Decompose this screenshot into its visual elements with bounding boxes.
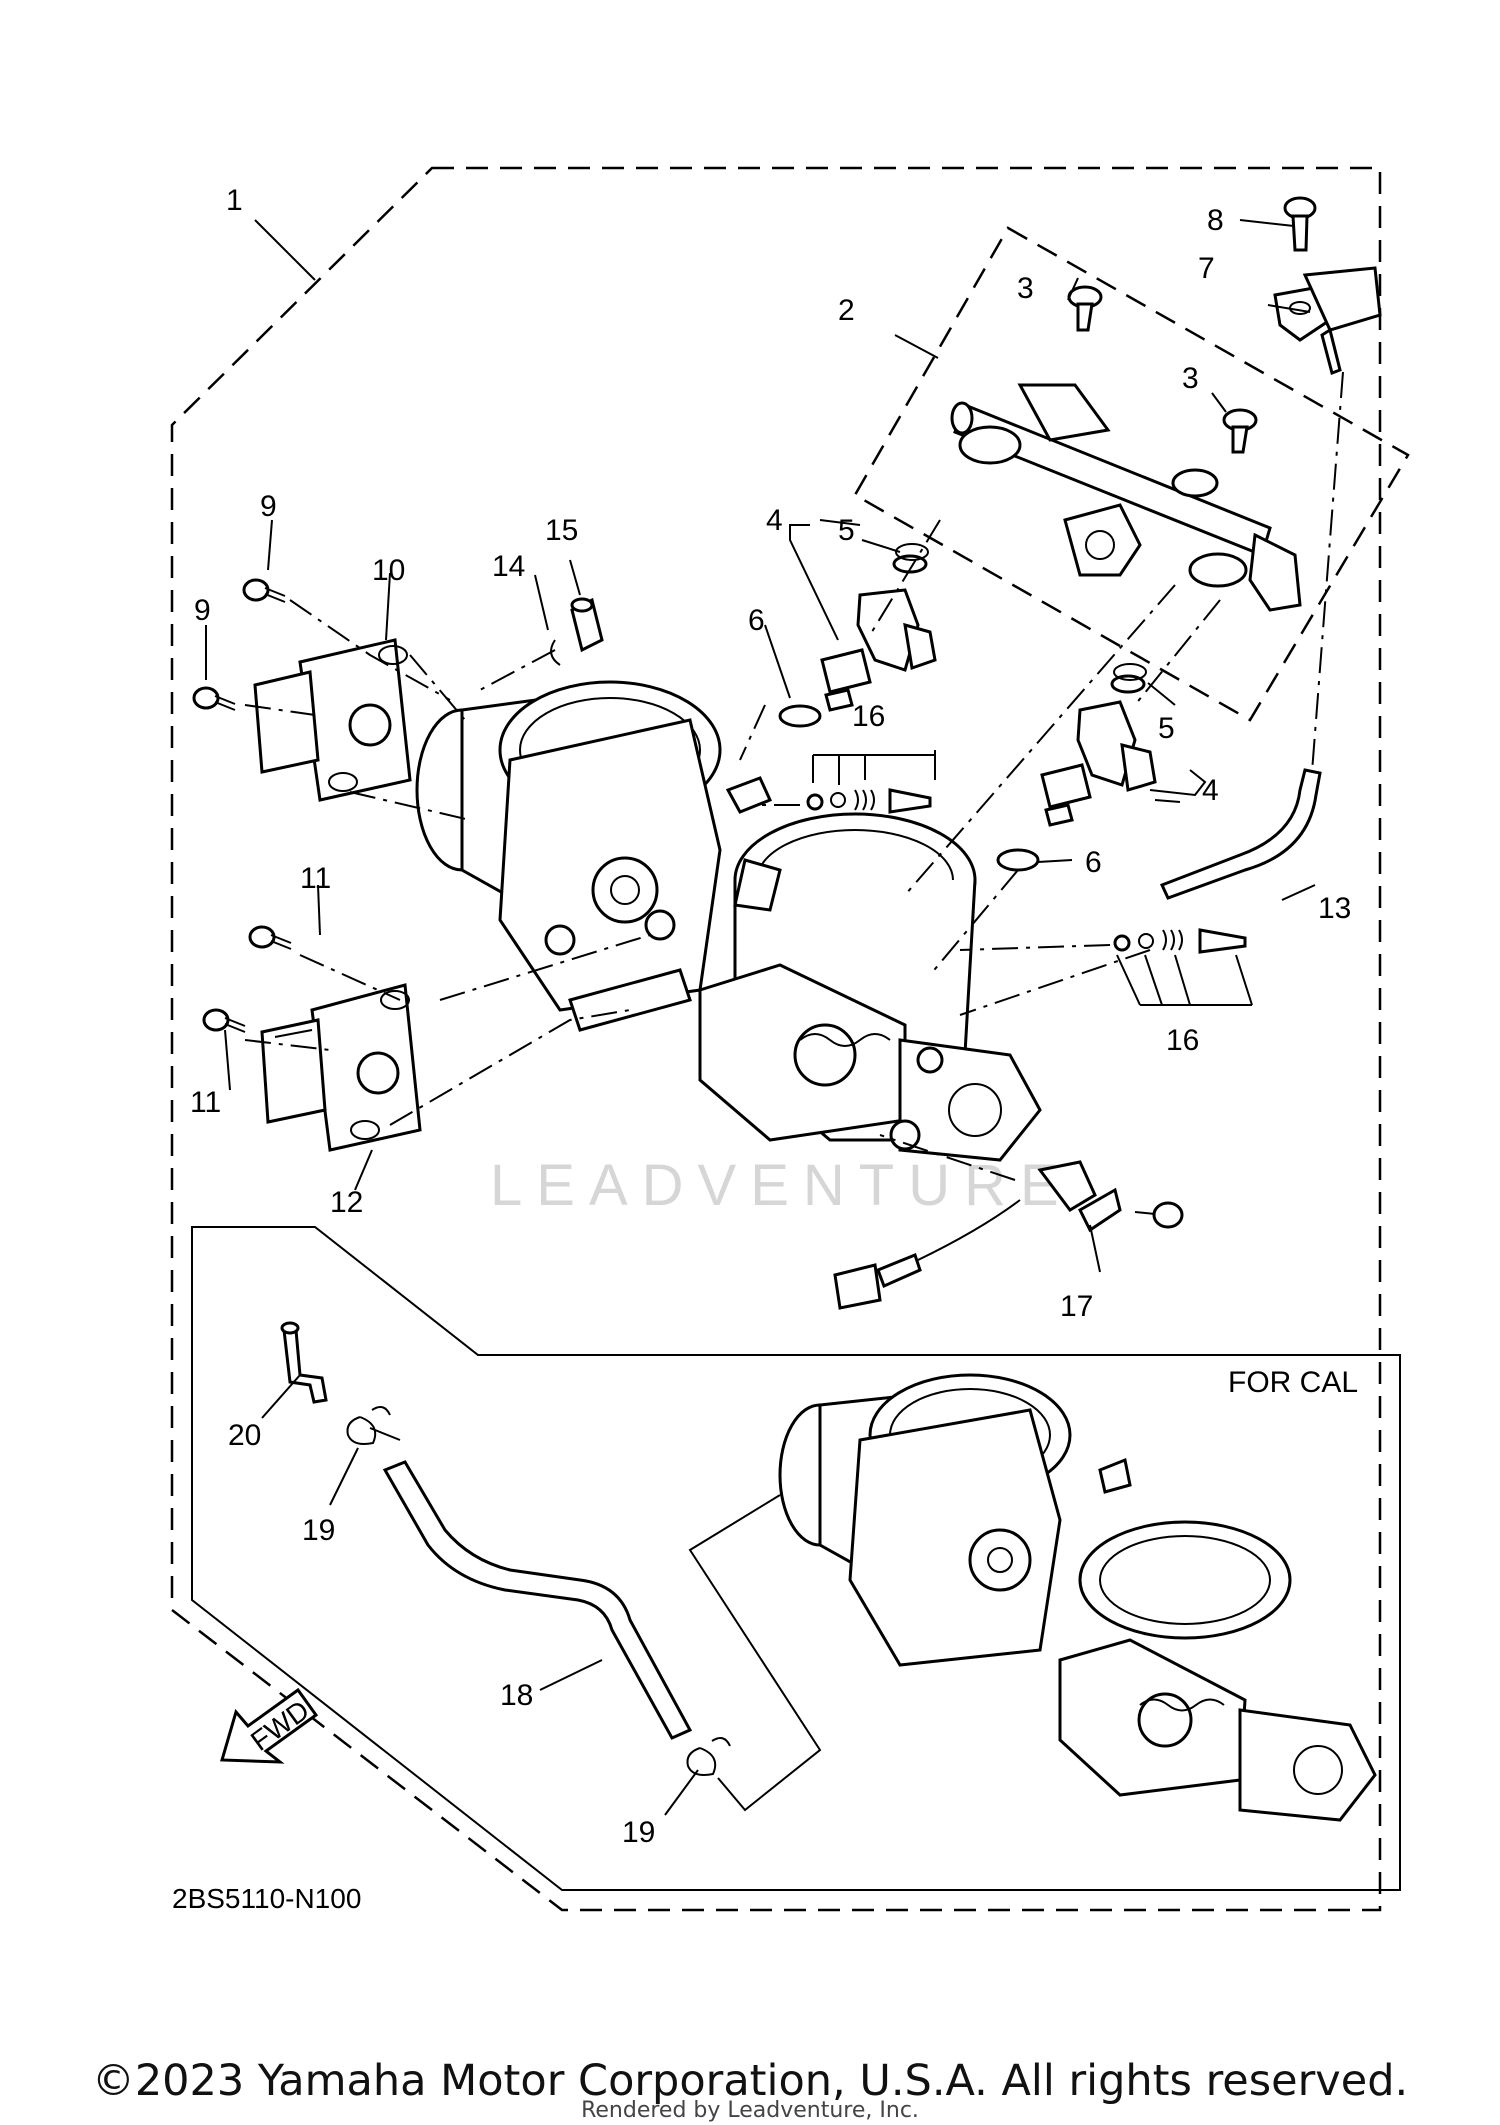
- screw-3-parts: [1067, 285, 1258, 454]
- injector-upper-part: [820, 554, 937, 712]
- callout-19-upper: 19: [302, 1514, 335, 1547]
- watermark: LEADVENTURE: [490, 1153, 1073, 1218]
- copyright-notice: ©2023 Yamaha Motor Corporation, U.S.A. A…: [91, 2056, 1409, 2106]
- callout-1: 1: [226, 184, 243, 217]
- callout-11-lower: 11: [190, 1086, 221, 1119]
- seal-6-lower: [996, 848, 1040, 872]
- callout-7: 7: [1198, 252, 1215, 285]
- sensor-10-part: [253, 638, 412, 802]
- callout-3-right: 3: [1182, 362, 1199, 395]
- clip-19-upper: [346, 1405, 391, 1445]
- throttle-body: [415, 680, 1042, 1162]
- callout-8: 8: [1207, 204, 1224, 237]
- callout-2: 2: [838, 294, 855, 327]
- seal-6-upper: [778, 704, 822, 728]
- o-ring-5-lower: [1113, 663, 1147, 681]
- screw-kit-16-upper: [806, 788, 932, 814]
- assembly-guides: [244, 519, 1221, 1181]
- inset-throttle-body: [778, 1373, 1377, 1822]
- pressure-sensor-part: [1273, 266, 1382, 375]
- callout-13: 13: [1318, 892, 1351, 925]
- callout-12: 12: [330, 1186, 363, 1219]
- clip-14-part: [550, 639, 561, 666]
- fuel-rail-part: [950, 383, 1302, 612]
- callout-6-lower: 6: [1085, 846, 1102, 879]
- screw-9-parts: [192, 578, 286, 711]
- fuel-rail-boundary: [853, 226, 1410, 722]
- union-20-part: [280, 1321, 328, 1404]
- hose-13-part: [1159, 768, 1322, 900]
- clip-19-lower: [686, 1736, 731, 1776]
- callout-11-upper: 11: [300, 862, 331, 895]
- callout-18: 18: [500, 1679, 533, 1712]
- callout-16-upper: 16: [852, 700, 885, 733]
- cap-15-part: [570, 597, 604, 653]
- injector-lower-part: [1040, 674, 1157, 827]
- hose-13-guide: [1311, 371, 1344, 773]
- callout-20: 20: [228, 1419, 261, 1452]
- screw-11-parts: [202, 925, 292, 1033]
- callout-14: 14: [492, 550, 525, 583]
- callout-9-upper: 9: [260, 490, 277, 523]
- o-ring-5-upper: [895, 543, 929, 561]
- hose-18-part: [382, 1460, 693, 1740]
- inset-leader-lines: [261, 1374, 822, 1816]
- inset-boundary: [191, 1226, 1401, 1891]
- drawing-code: 2BS5110-N100: [172, 1883, 361, 1914]
- inset-note: FOR CAL: [1228, 1366, 1358, 1399]
- callout-19-lower: 19: [622, 1816, 655, 1849]
- callout-labels: 1 2 3 3 4 4 5 5 6 6 7 8 9 9 10 11 11 12 …: [190, 184, 1351, 1849]
- callout-17: 17: [1060, 1290, 1093, 1323]
- assembly-boundary: [170, 166, 1382, 1912]
- callout-4-lower: 4: [1202, 774, 1219, 807]
- rendered-by-credit: Rendered by Leadventure, Inc.: [581, 2098, 919, 2123]
- callout-10: 10: [372, 554, 405, 587]
- callout-3-left: 3: [1017, 272, 1034, 305]
- callout-16-lower: 16: [1166, 1024, 1199, 1057]
- callout-15: 15: [545, 514, 578, 547]
- callout-9-lower: 9: [194, 594, 211, 627]
- callout-6-upper: 6: [748, 604, 765, 637]
- screw-8-part: [1283, 196, 1317, 252]
- callout-4-upper: 4: [766, 504, 783, 537]
- callout-5-lower: 5: [1158, 712, 1175, 745]
- callout-5-upper: 5: [838, 514, 855, 547]
- sensor-12-part: [260, 983, 422, 1152]
- leader-lines: [205, 219, 1316, 1273]
- fwd-arrow-icon: FWD: [220, 1687, 319, 1764]
- screw-kit-16-lower: [1113, 928, 1247, 954]
- harness-17-part: [833, 1160, 1184, 1310]
